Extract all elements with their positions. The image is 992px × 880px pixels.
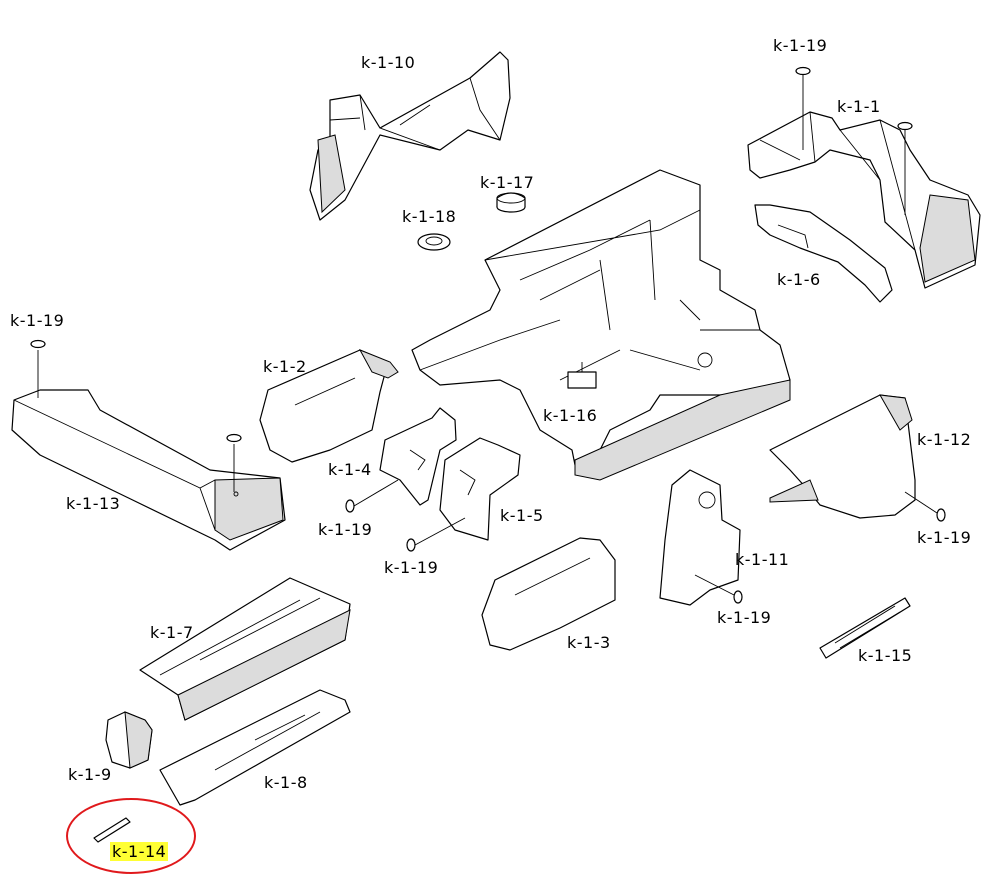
label-k-1-11: k-1-11 (735, 550, 790, 569)
label-k-1-8: k-1-8 (264, 773, 308, 792)
screw-icon-left (30, 339, 46, 398)
label-k-1-13: k-1-13 (66, 494, 121, 513)
part-k-1-8 (159, 689, 351, 806)
part-k-1-15 (819, 597, 911, 659)
label-k-1-17: k-1-17 (480, 173, 535, 192)
label-k-1-2: k-1-2 (263, 357, 307, 376)
part-k-1-12 (769, 394, 916, 519)
label-k-1-16: k-1-16 (543, 406, 598, 425)
part-k-1-6 (754, 204, 893, 303)
part-k-1-5 (439, 437, 521, 541)
label-k-1-18: k-1-18 (402, 207, 457, 226)
label-k-1-3: k-1-3 (567, 633, 611, 652)
label-k-1-15: k-1-15 (858, 646, 913, 665)
label-k-1-6: k-1-6 (777, 270, 821, 289)
part-k-1-18 (417, 233, 451, 251)
part-k-1-3 (481, 537, 616, 651)
part-main-chassis (411, 169, 791, 481)
label-k-1-19-right: k-1-19 (917, 528, 972, 547)
label-k-1-1: k-1-1 (837, 97, 881, 116)
highlight-circle (66, 798, 196, 874)
screw-icon-k111 (694, 574, 743, 604)
screw-icon-k15 (406, 517, 466, 552)
part-k-1-4 (379, 407, 457, 506)
label-k-1-5: k-1-5 (500, 506, 544, 525)
part-k-1-13 (11, 389, 286, 551)
part-k-1-17 (496, 192, 526, 213)
screw-icon-base (226, 433, 242, 492)
screw-icon-k112 (904, 491, 946, 522)
label-k-1-19-c: k-1-19 (717, 608, 772, 627)
label-k-1-19-top: k-1-19 (773, 36, 828, 55)
label-k-1-12: k-1-12 (917, 430, 972, 449)
screw-icon-right-upper (897, 121, 913, 215)
label-k-1-19-b: k-1-19 (384, 558, 439, 577)
part-k-1-2 (259, 349, 399, 463)
screw-icon-k14 (345, 479, 399, 513)
part-k-1-11 (659, 469, 741, 606)
label-k-1-10: k-1-10 (361, 53, 416, 72)
part-k-1-1 (747, 111, 981, 289)
part-k-1-7 (139, 577, 351, 721)
part-k-1-9 (105, 711, 153, 769)
label-k-1-9: k-1-9 (68, 765, 112, 784)
part-k-1-10 (309, 51, 511, 221)
label-k-1-4: k-1-4 (328, 460, 372, 479)
screw-icon-top-right (795, 66, 811, 150)
label-k-1-19-left: k-1-19 (10, 311, 65, 330)
label-k-1-7: k-1-7 (150, 623, 194, 642)
label-k-1-14-highlighted: k-1-14 (110, 842, 169, 861)
label-k-1-19-a: k-1-19 (318, 520, 373, 539)
